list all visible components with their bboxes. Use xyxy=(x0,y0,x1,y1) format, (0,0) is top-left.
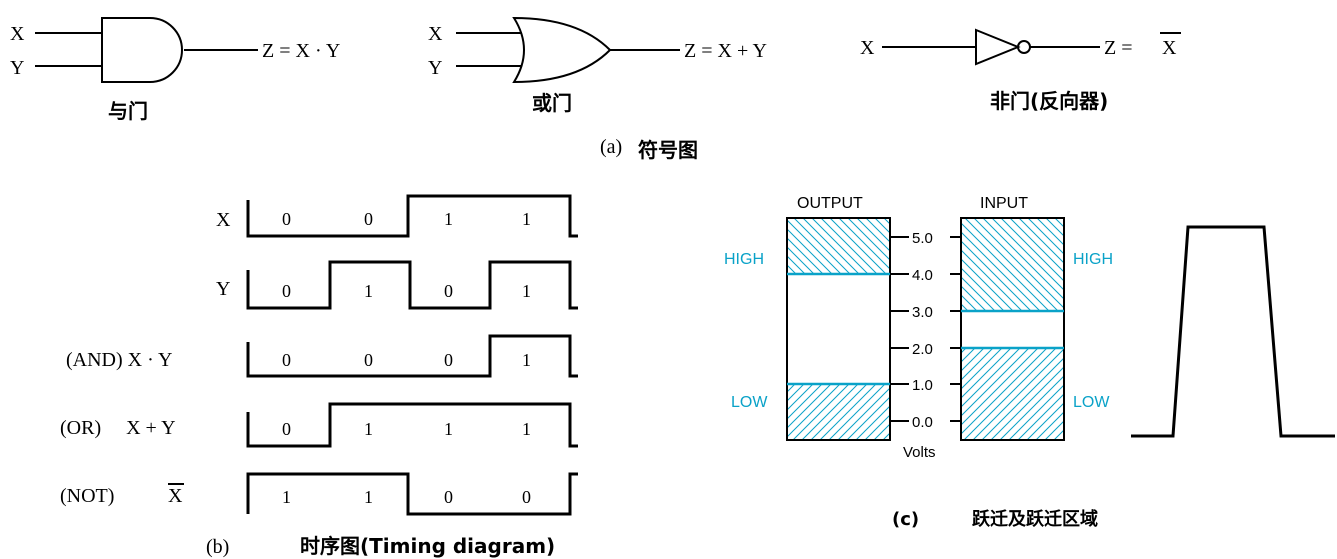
timing-value: 1 xyxy=(522,350,531,370)
not-output-var: X xyxy=(1162,37,1177,59)
and-output-equation: Z = X · Y xyxy=(262,40,340,62)
not-output-prefix: Z = xyxy=(1104,37,1133,59)
output-high-label: HIGH xyxy=(724,251,764,268)
voltage-ticks: 5.0 4.0 3.0 2.0 1.0 0.0 xyxy=(912,230,933,431)
timing-value: 1 xyxy=(282,487,291,507)
timing-values: 0 0 1 1 0 1 0 1 0 0 0 1 0 1 1 1 1 1 0 0 xyxy=(282,209,531,507)
voltage-tick-label: 5.0 xyxy=(912,230,933,247)
waveform-or xyxy=(246,402,578,448)
output-level-column xyxy=(786,217,891,441)
timing-label-not-prefix: (NOT) xyxy=(60,485,114,507)
or-output-equation: Z = X + Y xyxy=(684,40,767,62)
timing-value: 0 xyxy=(282,419,291,439)
timing-value: 0 xyxy=(364,350,373,370)
voltage-tick-label: 0.0 xyxy=(912,414,933,431)
timing-value: 1 xyxy=(444,419,453,439)
section-a-tag: (a) xyxy=(600,136,622,158)
waveform-not xyxy=(246,472,578,516)
timing-value: 1 xyxy=(364,281,373,301)
voltage-tick-label: 2.0 xyxy=(912,341,933,358)
voltage-tick-label: 3.0 xyxy=(912,304,933,321)
timing-value: 1 xyxy=(364,419,373,439)
section-c-caption: 跃迁及跃迁区域 xyxy=(972,508,1098,530)
section-b-tag: (b) xyxy=(206,536,229,558)
section-b-caption: 时序图(Timing diagram) xyxy=(300,534,555,558)
volts-axis-label: Volts xyxy=(903,444,936,461)
timing-value: 1 xyxy=(522,209,531,229)
waveform-and xyxy=(246,334,578,378)
timing-label-or: (OR) X + Y xyxy=(60,417,176,439)
and-gate-caption: 与门 xyxy=(108,99,148,123)
section-a-caption: 符号图 xyxy=(638,138,698,162)
output-low-label: LOW xyxy=(731,394,768,411)
waveform-x xyxy=(246,194,578,238)
or-input-y: Y xyxy=(428,57,442,79)
or-input-x: X xyxy=(428,23,443,45)
timing-value: 0 xyxy=(444,281,453,301)
and-input-x: X xyxy=(10,23,25,45)
timing-value: 1 xyxy=(522,281,531,301)
output-column-title: OUTPUT xyxy=(797,195,863,212)
waveform-y xyxy=(246,260,578,310)
timing-value: 1 xyxy=(364,487,373,507)
transition-pulse xyxy=(1131,225,1335,438)
voltage-tick-label: 1.0 xyxy=(912,377,933,394)
timing-value: 1 xyxy=(444,209,453,229)
timing-label-and: (AND) X · Y xyxy=(66,349,172,371)
input-level-column xyxy=(960,217,1065,441)
voltage-scale xyxy=(890,236,961,422)
timing-label-y: Y xyxy=(216,278,230,300)
input-low-label: LOW xyxy=(1073,394,1110,411)
and-gate-symbol xyxy=(35,17,258,83)
output-high-region xyxy=(787,218,890,274)
not-gate-caption: 非门(反向器) xyxy=(990,89,1108,113)
input-high-region xyxy=(961,218,1064,311)
or-gate-symbol xyxy=(456,16,680,84)
timing-value: 0 xyxy=(282,350,291,370)
or-gate-caption: 或门 xyxy=(532,91,572,115)
timing-waveforms xyxy=(246,194,578,516)
timing-value: 0 xyxy=(444,350,453,370)
not-gate-symbol xyxy=(882,28,1181,66)
timing-value: 0 xyxy=(522,487,531,507)
timing-value: 0 xyxy=(282,209,291,229)
and-input-y: Y xyxy=(10,57,24,79)
section-c-tag: (c) xyxy=(892,509,919,530)
timing-value: 0 xyxy=(364,209,373,229)
timing-label-x: X xyxy=(216,209,231,231)
timing-value: 1 xyxy=(522,419,531,439)
timing-label-not-var: X xyxy=(168,485,183,507)
input-high-label: HIGH xyxy=(1073,251,1113,268)
timing-value: 0 xyxy=(444,487,453,507)
input-column-title: INPUT xyxy=(980,195,1028,212)
voltage-tick-label: 4.0 xyxy=(912,267,933,284)
input-low-region xyxy=(961,348,1064,440)
timing-value: 0 xyxy=(282,281,291,301)
not-input-x: X xyxy=(860,37,875,59)
output-low-region xyxy=(787,384,890,440)
